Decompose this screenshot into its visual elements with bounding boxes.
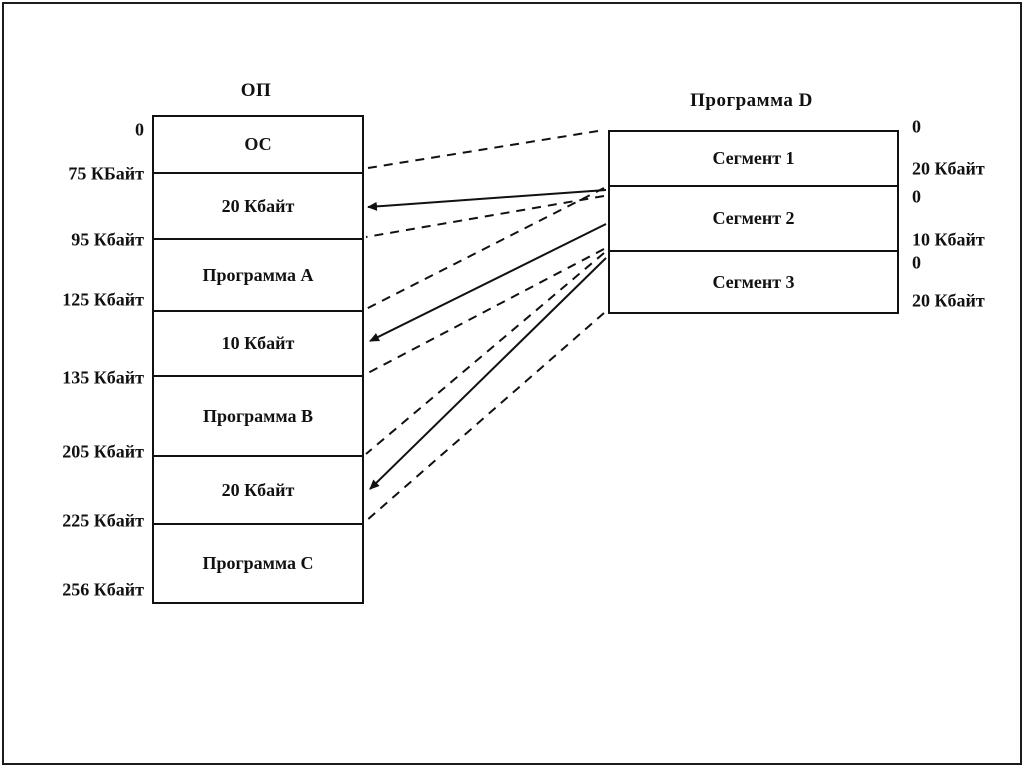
- memory-block-program-c: Программа C: [202, 553, 314, 573]
- segment-1-size-label: 20 Кбайт: [912, 158, 985, 179]
- address-label-0: 0: [135, 119, 144, 140]
- segment-3-size-label: 20 Кбайт: [912, 290, 985, 311]
- dashed-link-seg2-bottom: [365, 248, 605, 375]
- memory-block-program-a: Программа A: [154, 240, 362, 312]
- memory-box: ОС 20 Кбайт Программа A 10 Кбайт Програм…: [152, 115, 364, 604]
- address-label-225k: 225 Кбайт: [62, 510, 144, 531]
- memory-block-free-20k-1: 20 Кбайт: [154, 174, 362, 240]
- segment-1: Сегмент 1: [610, 132, 897, 187]
- dashed-link-seg1-top: [367, 130, 599, 169]
- solid-arrow-seg2: [369, 223, 607, 342]
- dashed-link-seg3-top: [365, 252, 605, 455]
- memory-block-os: ОС: [154, 117, 362, 174]
- segment-3: Сегмент 3: [712, 271, 795, 292]
- address-label-256k: 256 Кбайт: [62, 579, 144, 600]
- address-label-95k: 95 Кбайт: [71, 229, 144, 250]
- address-label-205k: 205 Кбайт: [62, 441, 144, 462]
- dashed-link-seg3-bottom: [365, 312, 605, 522]
- segment-2-size-label: 10 Кбайт: [912, 229, 985, 250]
- segment-3-start-label: 0: [912, 252, 921, 273]
- memory-title: ОП: [240, 80, 272, 101]
- address-label-135k: 135 Кбайт: [62, 367, 144, 388]
- address-label-75k: 75 КБайт: [68, 163, 144, 184]
- segment-2: Сегмент 2: [610, 187, 897, 252]
- memory-block-free-20k-2: 20 Кбайт: [154, 457, 362, 525]
- program-title: Программа D: [690, 90, 813, 111]
- dashed-link-seg1-bottom: [365, 195, 605, 238]
- segment-1-start-label: 0: [912, 116, 921, 137]
- solid-arrow-seg1: [367, 189, 607, 211]
- solid-arrow-seg3: [369, 257, 607, 490]
- segment-2-start-label: 0: [912, 186, 921, 207]
- memory-block-free-10k: 10 Кбайт: [154, 312, 362, 377]
- memory-block-program-b: Программа B: [154, 377, 362, 457]
- program-box: Сегмент 1 Сегмент 2 Сегмент 3: [608, 130, 899, 314]
- dashed-link-seg2-top: [365, 187, 605, 310]
- address-label-125k: 125 Кбайт: [62, 289, 144, 310]
